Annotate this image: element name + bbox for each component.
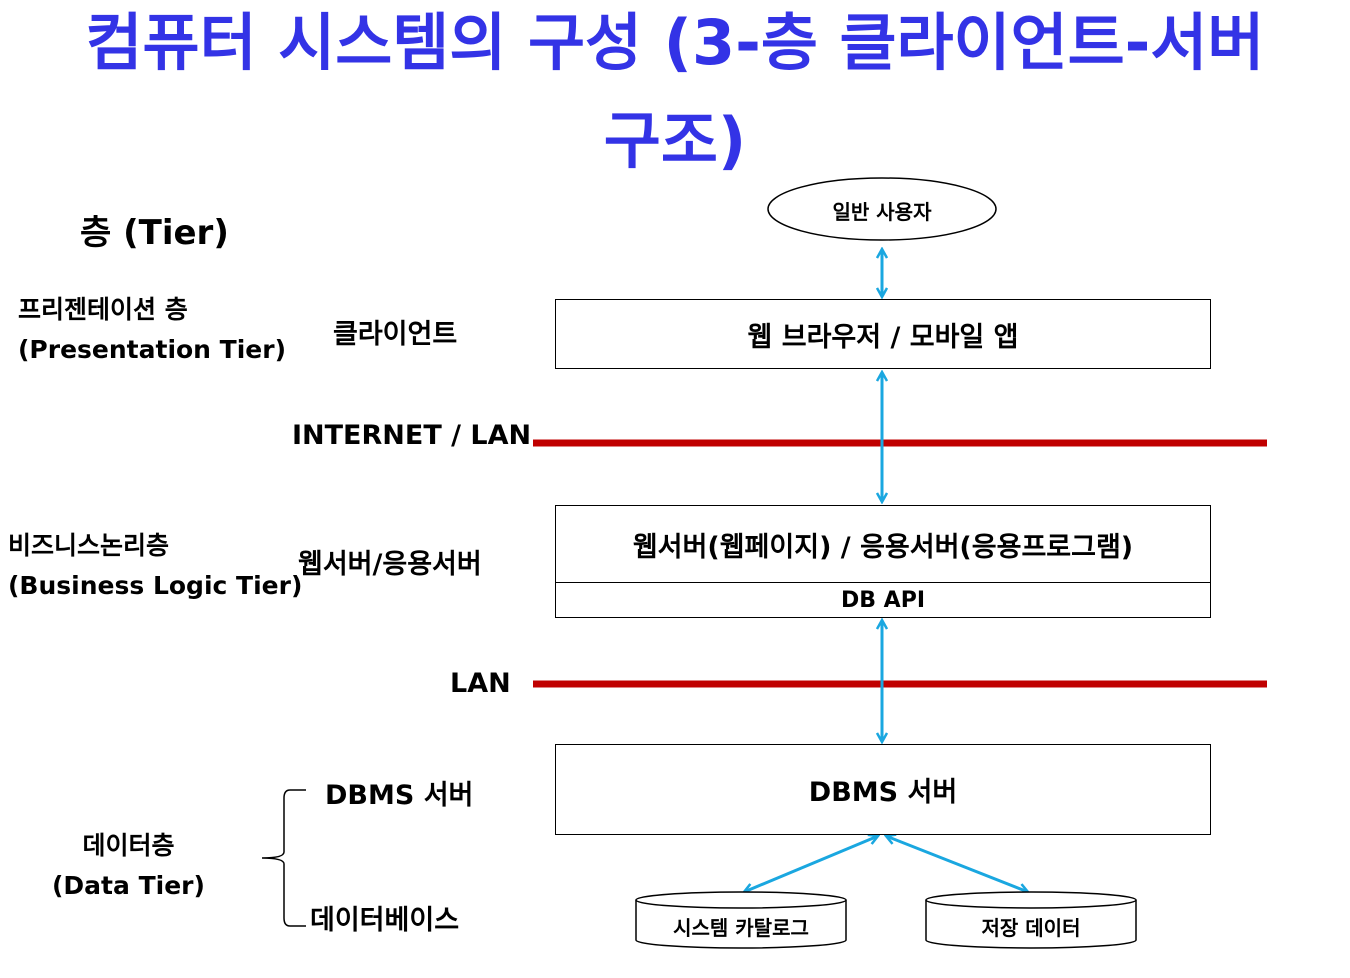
server-node: 웹서버(웹페이지) / 응용서버(응용프로그램) bbox=[555, 505, 1211, 584]
browser-node: 웹 브라우저 / 모바일 앱 bbox=[555, 299, 1211, 369]
browser-node-label: 웹 브라우저 / 모바일 앱 bbox=[747, 321, 1019, 353]
presentation-tier-ko: 프리젠테이션 층 bbox=[18, 295, 188, 324]
dbms-node-label: DBMS 서버 bbox=[808, 777, 958, 808]
storage-cylinder bbox=[925, 891, 1137, 949]
network-internet-lan-label: INTERNET / LAN bbox=[292, 420, 532, 451]
catalog-node-label: 시스템 카탈로그 bbox=[673, 916, 809, 940]
data-tier-label: 데이터층 (Data Tier) bbox=[52, 826, 205, 906]
business-tier-label: 비즈니스논리층 (Business Logic Tier) bbox=[8, 526, 302, 606]
user-node-label: 일반 사용자 bbox=[832, 200, 932, 224]
page-title-line2: 구조) bbox=[603, 104, 747, 177]
role-webapp-server: 웹서버/응용서버 bbox=[298, 549, 482, 580]
db-api-node: DB API bbox=[555, 582, 1211, 618]
role-client: 클라이언트 bbox=[333, 319, 458, 350]
business-tier-en: (Business Logic Tier) bbox=[8, 571, 303, 600]
storage-node-label: 저장 데이터 bbox=[981, 916, 1081, 940]
data-tier-brace bbox=[261, 789, 306, 927]
arrow-dbms-catalog bbox=[744, 836, 878, 892]
arrow-dbms-storage bbox=[886, 836, 1028, 892]
dbms-node: DBMS 서버 bbox=[555, 744, 1211, 835]
data-tier-en: (Data Tier) bbox=[52, 871, 205, 900]
presentation-tier-label: 프리젠테이션 층 (Presentation Tier) bbox=[18, 290, 286, 370]
tier-header: 층 (Tier) bbox=[80, 213, 229, 253]
network-lan-label: LAN bbox=[450, 668, 511, 699]
data-tier-ko: 데이터층 bbox=[82, 831, 175, 860]
user-ellipse bbox=[767, 177, 997, 241]
business-tier-ko: 비즈니스논리층 bbox=[8, 531, 170, 560]
page-title-line1: 컴퓨터 시스템의 구성 (3-층 클라이언트-서버 bbox=[85, 6, 1265, 79]
role-dbms-server: DBMS 서버 bbox=[325, 780, 474, 811]
presentation-tier-en: (Presentation Tier) bbox=[18, 335, 287, 364]
catalog-cylinder bbox=[635, 891, 847, 949]
role-database: 데이터베이스 bbox=[310, 905, 460, 936]
db-api-label: DB API bbox=[840, 587, 926, 613]
server-node-label: 웹서버(웹페이지) / 응용서버(응용프로그램) bbox=[632, 532, 1134, 563]
